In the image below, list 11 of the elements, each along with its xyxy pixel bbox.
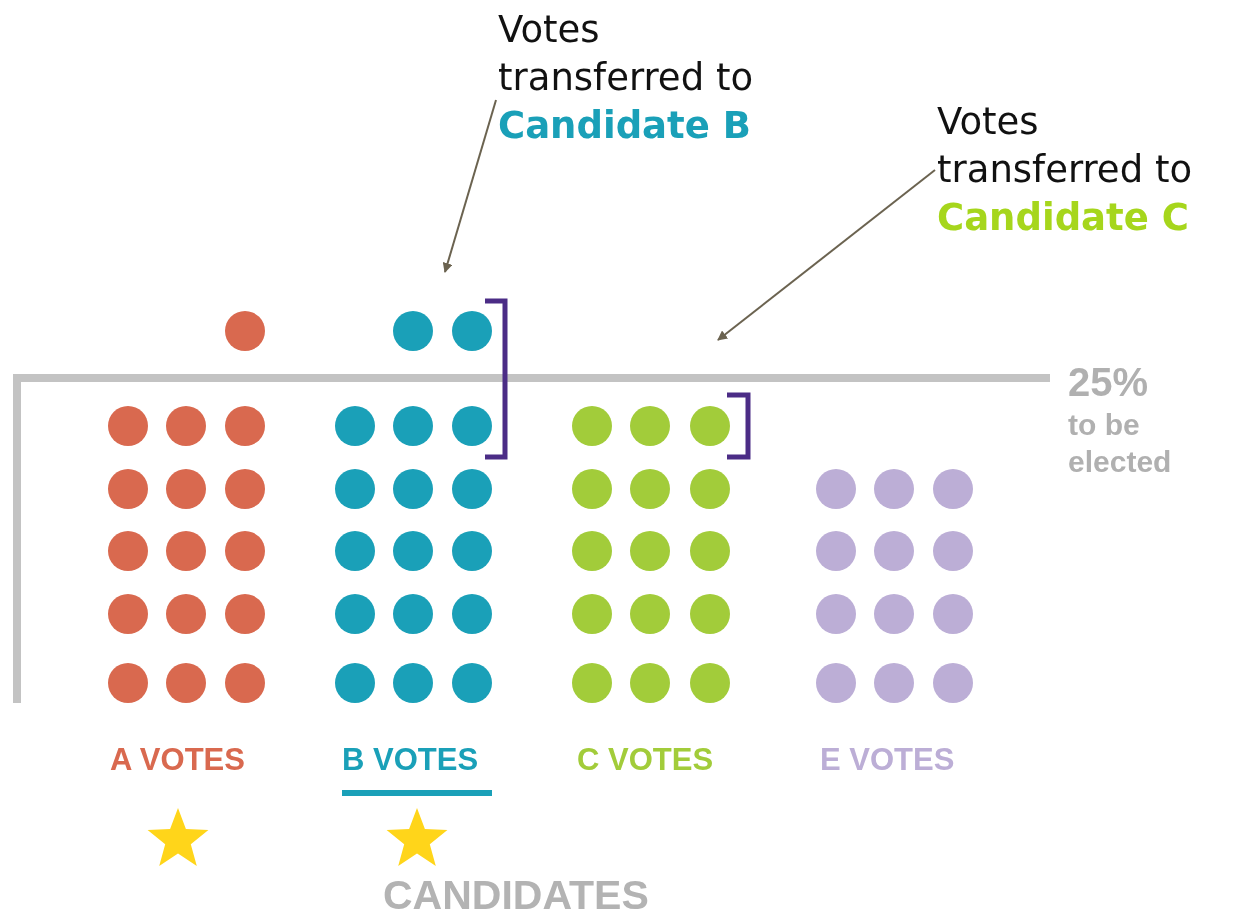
callout-text: Votes transferred to Candidate C <box>937 98 1237 242</box>
leader-arrow <box>717 169 936 341</box>
candidate-label: B VOTES <box>342 742 479 778</box>
candidate-label: C VOTES <box>577 742 714 778</box>
axis-title: CANDIDATES <box>383 872 649 917</box>
candidate-label: E VOTES <box>820 742 955 778</box>
candidate-label: A VOTES <box>110 742 245 778</box>
threshold-note: to be elected <box>1068 407 1173 480</box>
threshold-value: 25% <box>1068 360 1149 405</box>
leader-arrow <box>442 99 497 273</box>
callout-text: Votes transferred to Candidate B <box>498 6 798 150</box>
